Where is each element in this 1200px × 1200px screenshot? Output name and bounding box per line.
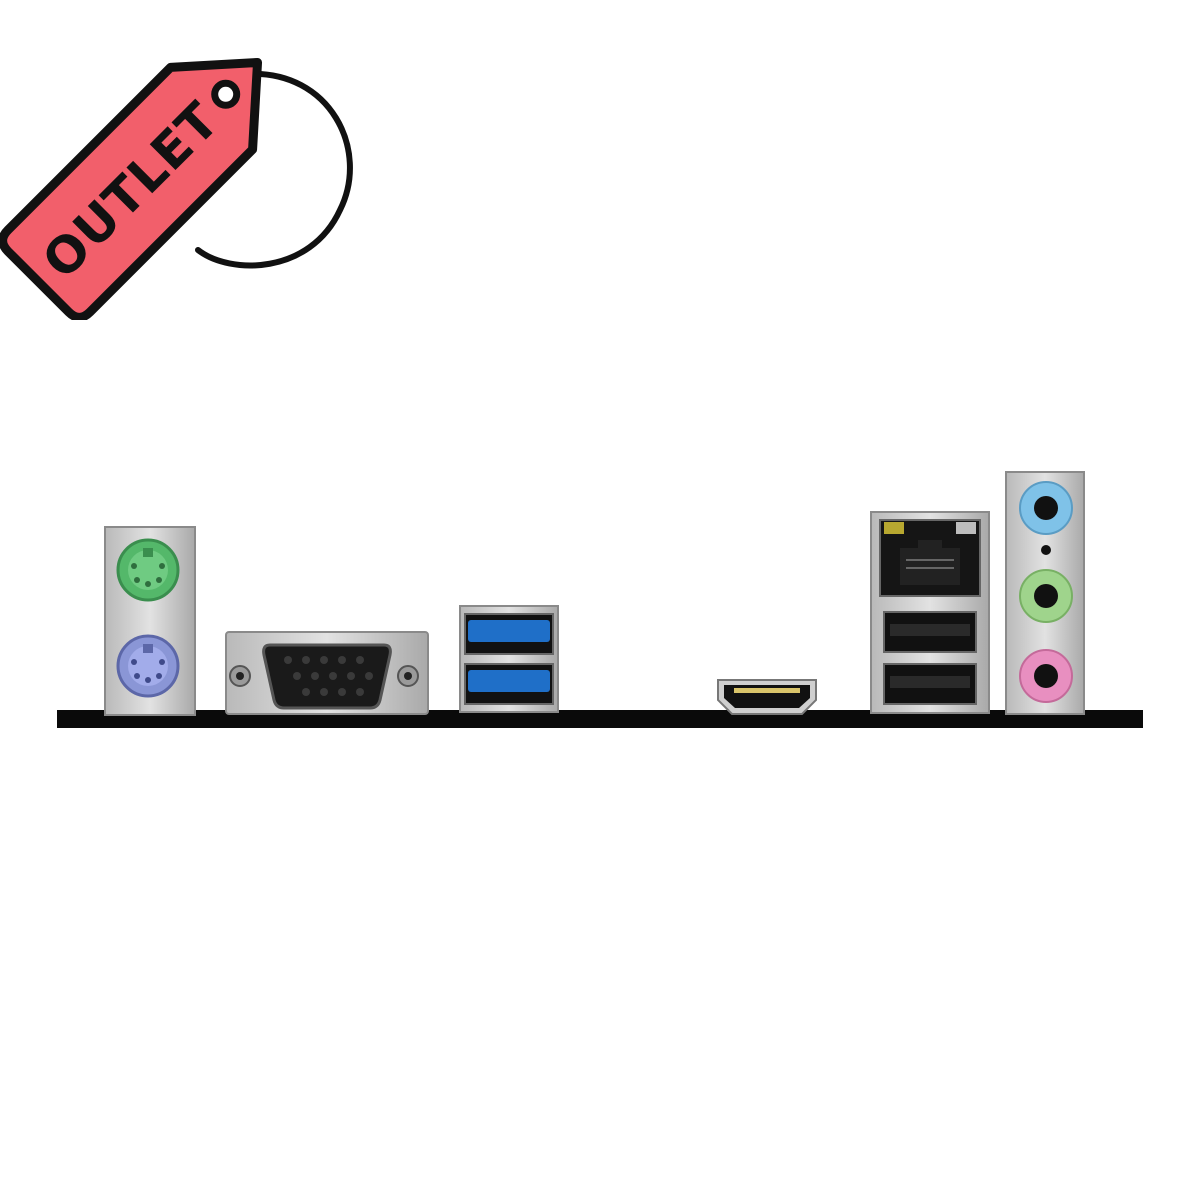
vga-port[interactable] — [225, 631, 429, 715]
usb2-port-bottom[interactable] — [883, 663, 977, 705]
usb2-port-top[interactable] — [883, 611, 977, 653]
audio-line-in-jack[interactable] — [1019, 481, 1073, 535]
usb3-port-top[interactable] — [464, 613, 554, 655]
audio-mic-jack[interactable] — [1019, 649, 1073, 703]
tag-hole-icon — [211, 79, 241, 109]
usb3-port-stack — [459, 605, 559, 713]
tag-body — [0, 57, 263, 320]
ethernet-port[interactable] — [879, 519, 981, 597]
tag-string — [195, 70, 353, 269]
hdmi-port[interactable] — [717, 679, 817, 715]
ps2-port-housing — [104, 526, 196, 716]
audio-line-out-jack[interactable] — [1019, 569, 1073, 623]
audio-indicator-dot — [1041, 545, 1051, 555]
outlet-tag: OUTLET — [0, 57, 353, 320]
ps2-keyboard-port[interactable] — [116, 538, 180, 602]
ps2-mouse-port[interactable] — [116, 634, 180, 698]
usb3-port-bottom[interactable] — [464, 663, 554, 705]
audio-jack-housing — [1005, 471, 1085, 715]
lan-usb-stack — [870, 511, 990, 714]
